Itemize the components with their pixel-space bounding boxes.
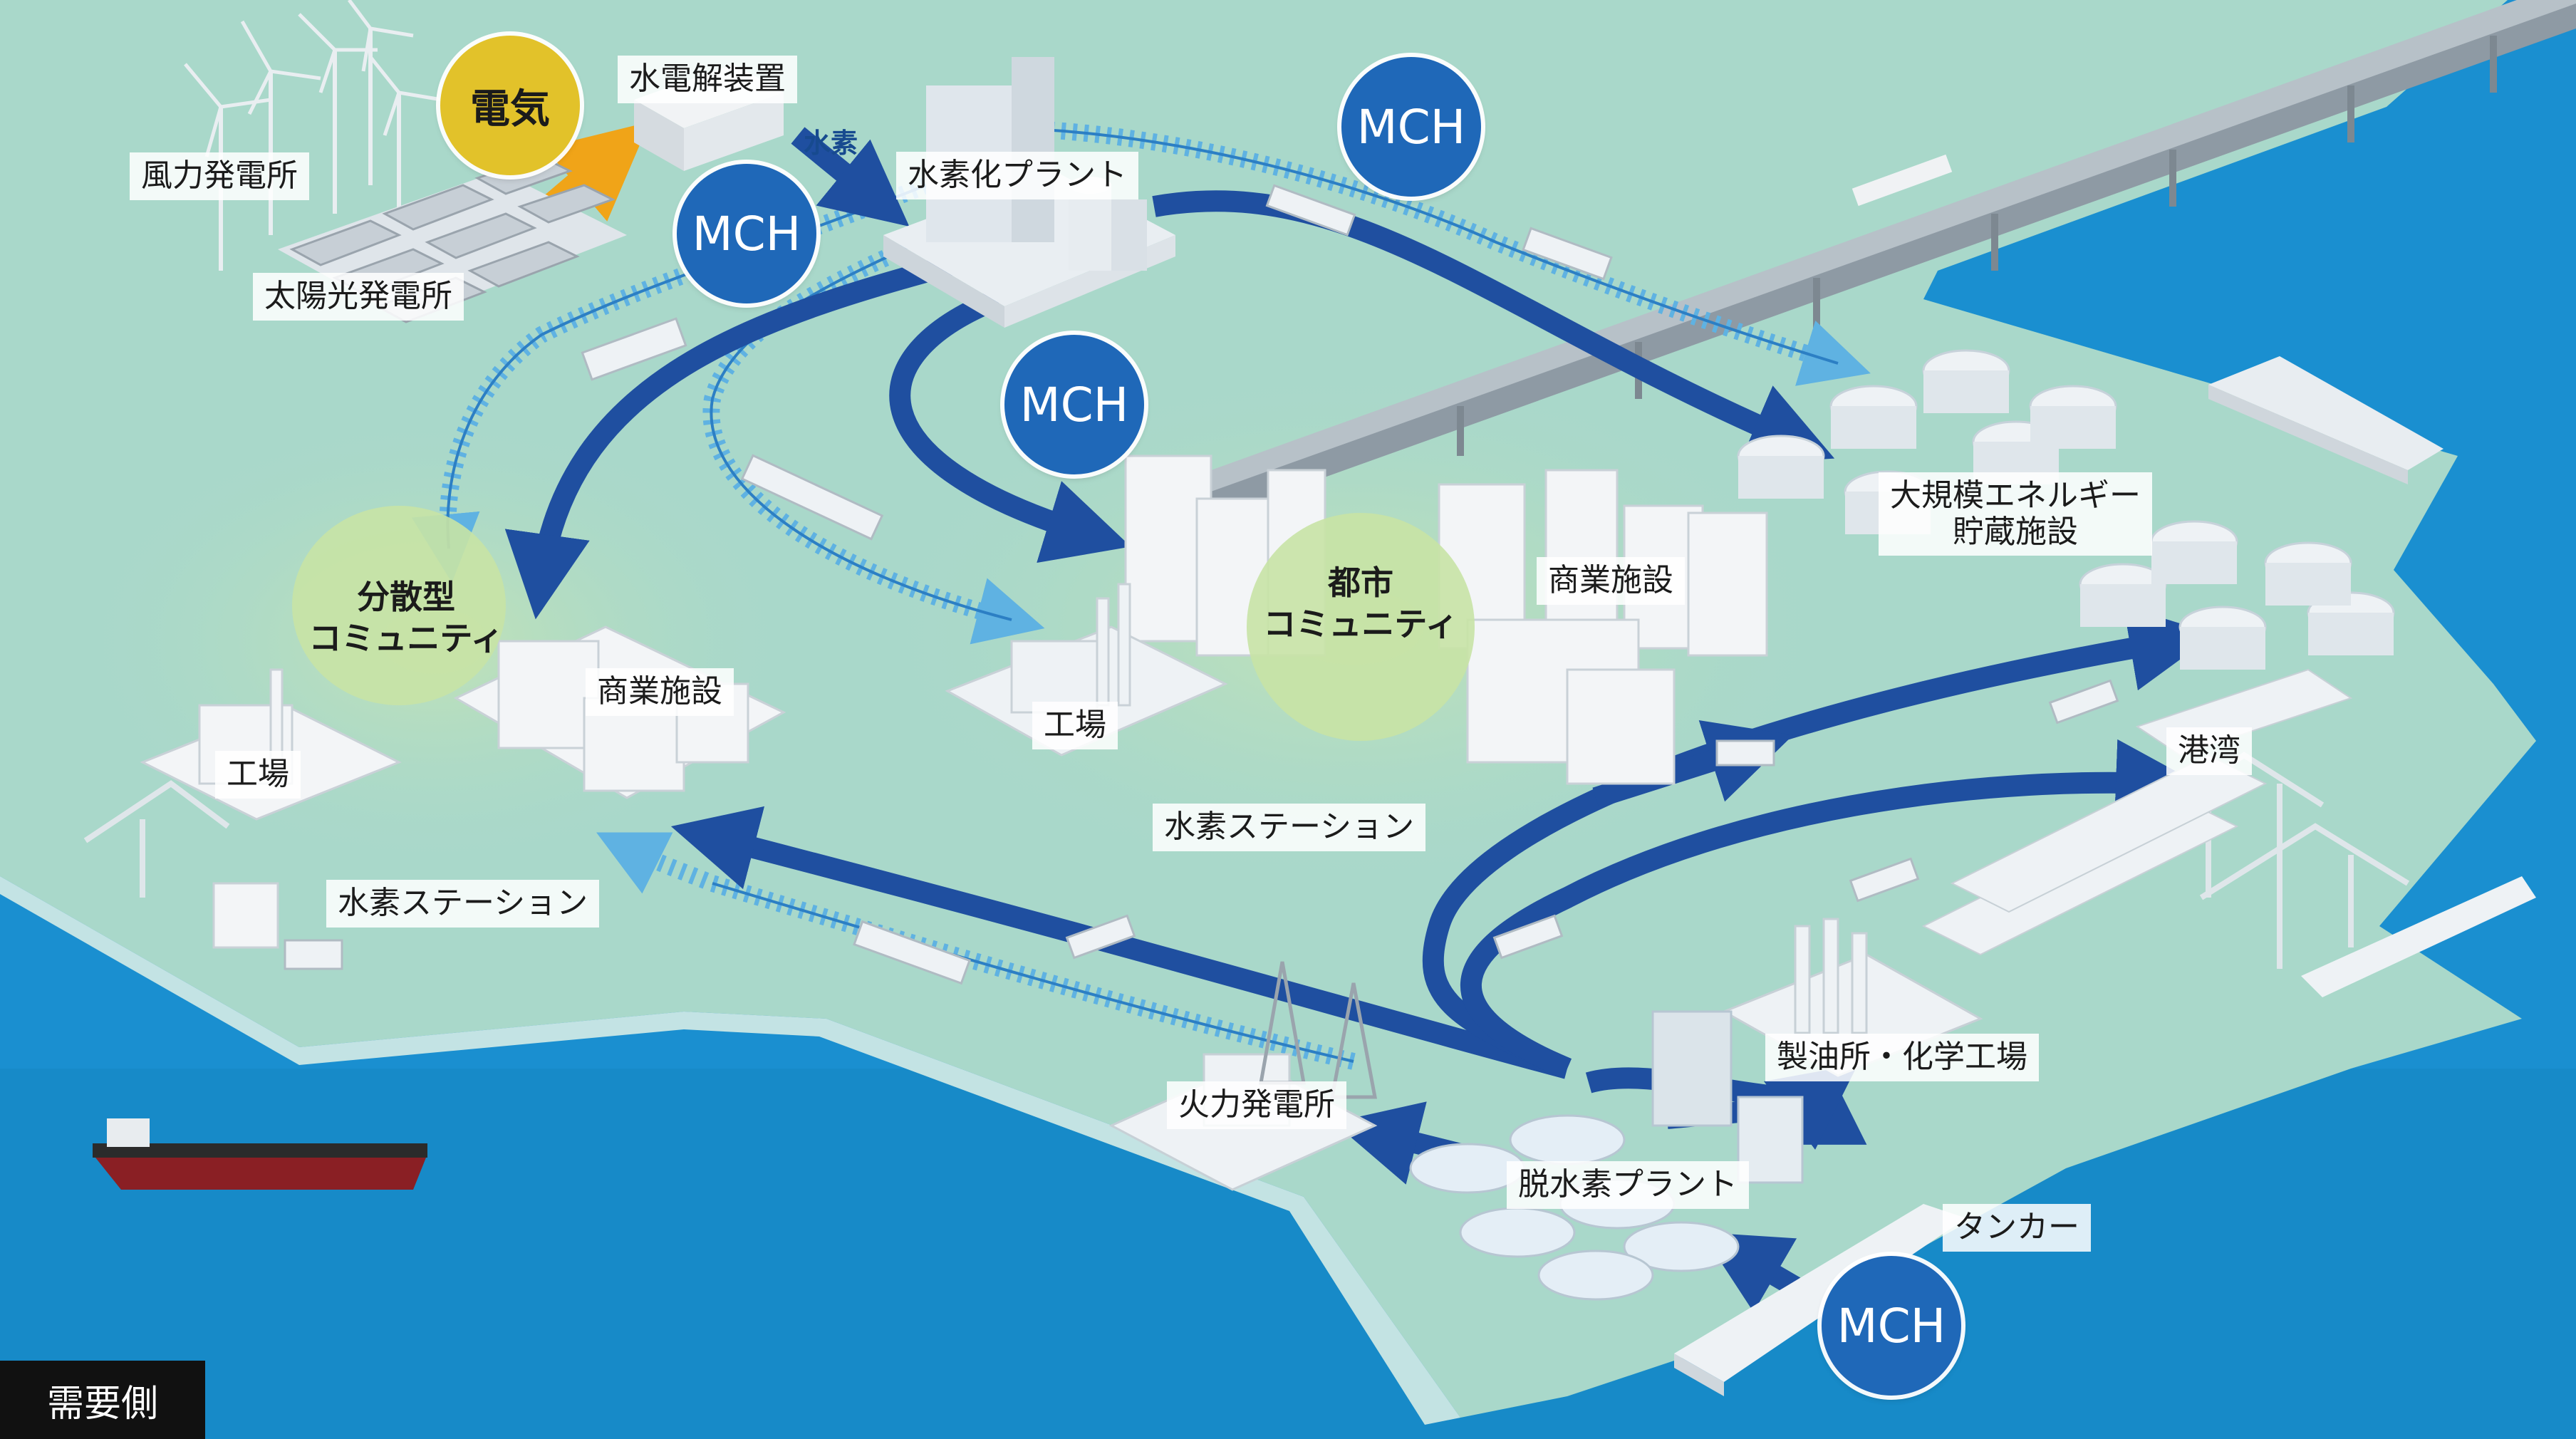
ship-port — [2301, 876, 2536, 997]
ship-left — [93, 1118, 427, 1190]
label-commercial-left: 商業施設 — [586, 668, 734, 716]
label-factory-center: 工場 — [1032, 702, 1118, 749]
label-energy-storage: 大規模エネルギー 貯蔵施設 — [1879, 472, 2152, 556]
urban-community-circle — [1247, 513, 1475, 741]
mch-badge-1-text: MCH — [692, 206, 801, 261]
mch-badge-3: MCH — [1004, 335, 1144, 474]
mch-badge-2-text: MCH — [1356, 99, 1466, 155]
electricity-badge: 電気 — [440, 36, 580, 175]
mch-badge-4-text: MCH — [1837, 1298, 1946, 1354]
label-distributed-community: 分散型 コミュニティ — [308, 578, 504, 658]
electricity-badge-text: 電気 — [470, 85, 550, 133]
vehicles — [284, 184, 2119, 985]
ship-top-right — [2208, 356, 2443, 484]
label-electrolyzer: 水電解装置 — [618, 56, 797, 103]
label-thermal-power: 火力発電所 — [1167, 1081, 1346, 1129]
label-urban-community: 都市 コミュニティ — [1263, 563, 1458, 643]
mch-badge-4: MCH — [1822, 1256, 1961, 1396]
label-dehydrogenation-plant: 脱水素プラント — [1507, 1161, 1749, 1209]
label-h2-station-center: 水素ステーション — [1153, 804, 1426, 851]
elevated-bridge — [1204, 0, 2576, 513]
demand-side-tag: 需要側 — [0, 1361, 205, 1439]
label-port: 港湾 — [2166, 727, 2252, 775]
label-tanker: タンカー — [1943, 1204, 2091, 1252]
mch-badge-1: MCH — [677, 164, 816, 303]
mch-badge-2: MCH — [1341, 57, 1481, 197]
label-commercial-right: 商業施設 — [1537, 557, 1685, 605]
distributed-community-circle — [292, 506, 506, 705]
label-refinery: 製油所・化学工場 — [1765, 1034, 2039, 1081]
hydrogenation-plant-structure — [883, 57, 1175, 328]
label-hydrogenation-plant: 水素化プラント — [896, 152, 1138, 199]
label-solar-power: 太陽光発電所 — [253, 273, 464, 321]
ship-tanker — [1674, 1204, 1966, 1396]
mch-badge-3-text: MCH — [1019, 377, 1129, 432]
label-factory-left: 工場 — [215, 751, 301, 799]
label-wind-power: 風力発電所 — [130, 152, 309, 200]
factory-center-structure — [945, 583, 1228, 757]
hydrogen-flow-label: 水素 — [804, 128, 858, 159]
wind-farm — [184, 0, 442, 271]
label-h2-station-left: 水素ステーション — [326, 880, 600, 928]
